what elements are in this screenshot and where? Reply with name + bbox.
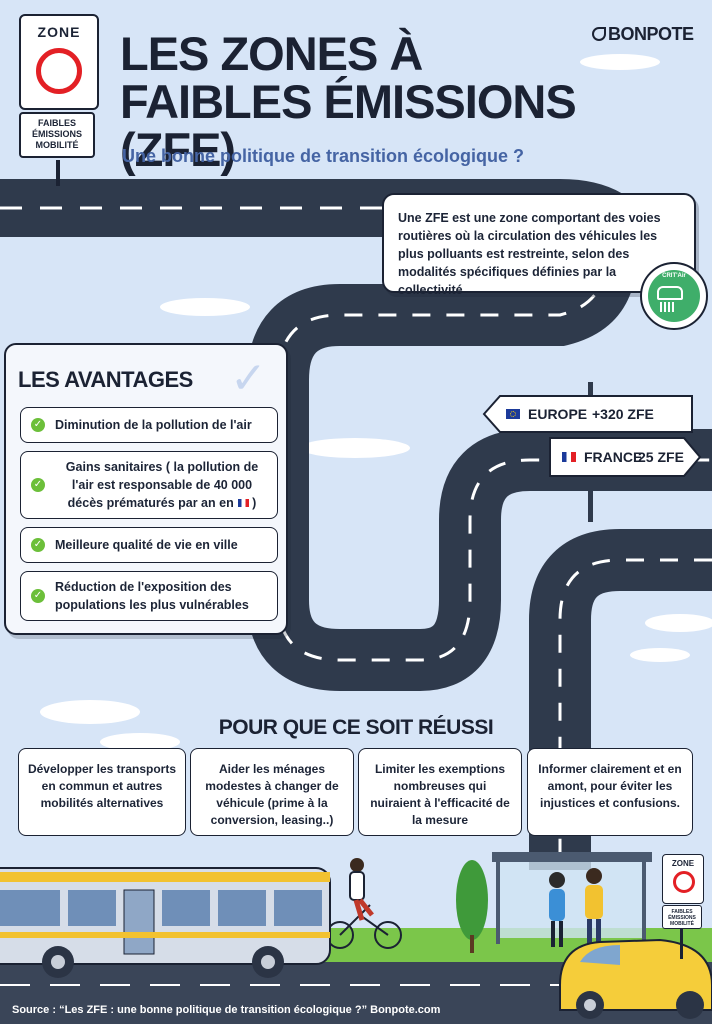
definition-text: Une ZFE est une zone comportant des voie…: [398, 211, 661, 297]
advantage-text: Meilleure qualité de vie en ville: [55, 538, 238, 552]
sign-france: FRANCE 25 ZFE: [550, 438, 700, 476]
clouds: [40, 54, 712, 751]
brand-logo: BONPOTE: [592, 24, 694, 45]
road-winding: [247, 221, 712, 870]
sign-europe-shape: [482, 395, 693, 433]
bus-shelter-icon: [492, 852, 652, 944]
france-flag-icon: [562, 452, 576, 462]
bus-icon: [0, 867, 331, 978]
page-title: LES ZONES À FAIBLES ÉMISSIONS (ZFE): [120, 30, 680, 174]
zone-sign-small-label: ZONE: [671, 859, 695, 868]
zone-sign-small-subtitle: FAIBLES ÉMISSIONS MOBILITÉ: [662, 905, 702, 929]
france-value: 25 ZFE: [638, 449, 684, 465]
check-icon: ✓: [31, 538, 45, 552]
eu-flag-icon: [506, 409, 520, 419]
success-card: Aider les ménages modestes à changer de …: [190, 748, 354, 836]
advantage-text: Gains sanitaires ( la pollution de l'air…: [65, 460, 259, 510]
zone-sign-small: ZONE: [662, 854, 704, 904]
critair-badge: CRIT'Air: [640, 262, 708, 330]
zone-sub-line2: ÉMISSIONS: [31, 129, 82, 139]
france-flag-icon: [237, 499, 249, 507]
title-line1: LES ZONES À: [120, 27, 423, 80]
success-card: Informer clairement et en amont, pour év…: [527, 748, 693, 836]
car-badge-icon: [657, 286, 683, 300]
advantages-title: LES AVANTAGES: [18, 367, 193, 392]
success-card: Développer les transports en commun et a…: [18, 748, 186, 836]
qr-code-icon: [660, 302, 676, 312]
zone-sub-line1: FAIBLES: [37, 118, 76, 128]
europe-label: EUROPE: [528, 406, 588, 422]
brand-spark-icon: [592, 27, 606, 41]
title-line2: FAIBLES ÉMISSIONS (ZFE): [120, 75, 577, 176]
check-icon: ✓: [31, 418, 45, 432]
europe-value: +320 ZFE: [592, 406, 654, 422]
success-card-text: Aider les ménages modestes à changer de …: [205, 762, 339, 827]
advantage-text-span: Gains sanitaires ( la pollution de l'air…: [65, 460, 259, 510]
zone-sign-label: ZONE: [37, 24, 81, 40]
advantage-item: ✓ Gains sanitaires ( la pollution de l'a…: [20, 451, 278, 519]
zone-sub-small-line2: ÉMISSIONS: [668, 915, 696, 921]
critair-label: CRIT'Air: [662, 273, 686, 279]
definition-box: Une ZFE est une zone comportant des voie…: [382, 193, 696, 297]
zone-sign-subtitle: FAIBLES ÉMISSIONS MOBILITÉ: [19, 112, 95, 158]
success-card-text: Développer les transports en commun et a…: [27, 762, 177, 810]
sign-europe: EUROPE +320 ZFE: [484, 396, 692, 432]
cyclist-icon: [326, 858, 402, 949]
sign-france-shape: [549, 437, 702, 477]
check-icon: ✓: [31, 589, 45, 603]
check-icon: ✓: [31, 478, 45, 492]
zone-sub-line3: MOBILITÉ: [35, 140, 79, 150]
advantage-text: Réduction de l'exposition des population…: [55, 580, 249, 612]
advantage-item: ✓ Meilleure qualité de vie en ville: [20, 527, 278, 563]
page-subtitle: Une bonne politique de transition écolog…: [122, 146, 525, 166]
advantages-panel: ✓ LES AVANTAGES ✓ Diminution de la pollu…: [4, 343, 288, 635]
success-card: Limiter les exemptions nombreuses qui nu…: [358, 748, 522, 836]
zone-sign-pole: [56, 160, 60, 186]
france-label: FRANCE: [584, 449, 643, 465]
checkmark-decor-icon: ✓: [230, 354, 267, 403]
success-card-text: Limiter les exemptions nombreuses qui nu…: [370, 762, 510, 827]
zone-sub-small-line3: MOBILITÉ: [670, 921, 694, 927]
source-footer: Source : “Les ZFE : une bonne politique …: [12, 1004, 441, 1016]
zone-sub-small-line1: FAIBLES: [671, 909, 693, 915]
advantage-text: Diminution de la pollution de l'air: [55, 418, 252, 432]
success-title: POUR QUE CE SOIT RÉUSSI: [218, 716, 494, 739]
success-card-text: Informer clairement et en amont, pour év…: [538, 762, 682, 810]
tree-icon: [456, 860, 488, 940]
advantage-item: ✓ Diminution de la pollution de l'air: [20, 407, 278, 443]
advantage-item: ✓ Réduction de l'exposition des populati…: [20, 571, 278, 621]
car-icon: [559, 938, 712, 1019]
people-icon: [549, 868, 603, 947]
zone-ring-icon: [36, 48, 82, 94]
zone-sign: ZONE: [19, 14, 99, 110]
zone-ring-small-icon: [673, 871, 695, 893]
brand-name: BONPOTE: [608, 24, 694, 44]
